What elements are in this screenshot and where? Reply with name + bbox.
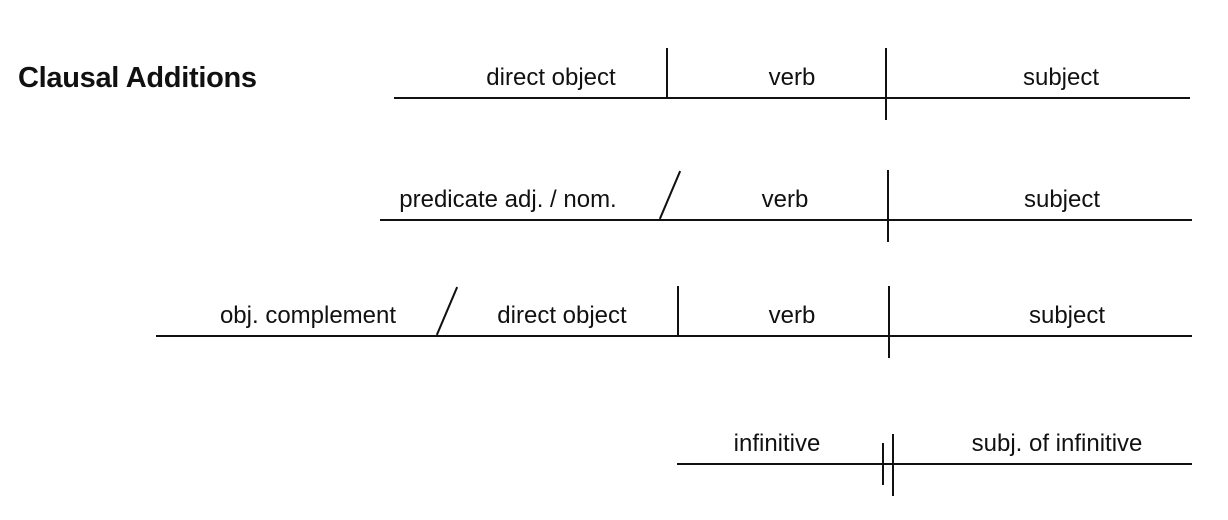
- subject-label: subject: [1023, 186, 1101, 213]
- direct-object-label: direct object: [486, 64, 616, 91]
- subject-label: subject: [1028, 302, 1106, 329]
- subject-verb-divider: [885, 48, 887, 120]
- object-complement-label: obj. complement: [219, 302, 397, 329]
- direct-object-divider: [666, 48, 668, 98]
- verb-label: verb: [768, 302, 816, 329]
- baseline: [677, 463, 1192, 465]
- verb-label: verb: [761, 186, 809, 213]
- complement-slash-divider: [435, 286, 459, 336]
- direct-object-divider: [677, 286, 679, 336]
- subject-verb-divider: [888, 286, 890, 358]
- baseline: [156, 335, 1192, 337]
- infinitive-divider-left: [882, 443, 884, 485]
- page-title: Clausal Additions: [18, 62, 257, 94]
- direct-object-label: direct object: [497, 302, 627, 329]
- verb-label: verb: [768, 64, 816, 91]
- infinitive-divider-right: [892, 434, 894, 496]
- baseline: [394, 97, 1190, 99]
- infinitive-label: infinitive: [733, 430, 821, 457]
- subject-of-infinitive-label: subj. of infinitive: [971, 430, 1143, 457]
- baseline: [380, 219, 1192, 221]
- predicate-slash-divider: [658, 170, 682, 220]
- predicate-label: predicate adj. / nom.: [399, 186, 617, 213]
- subject-label: subject: [1022, 64, 1100, 91]
- subject-verb-divider: [887, 170, 889, 242]
